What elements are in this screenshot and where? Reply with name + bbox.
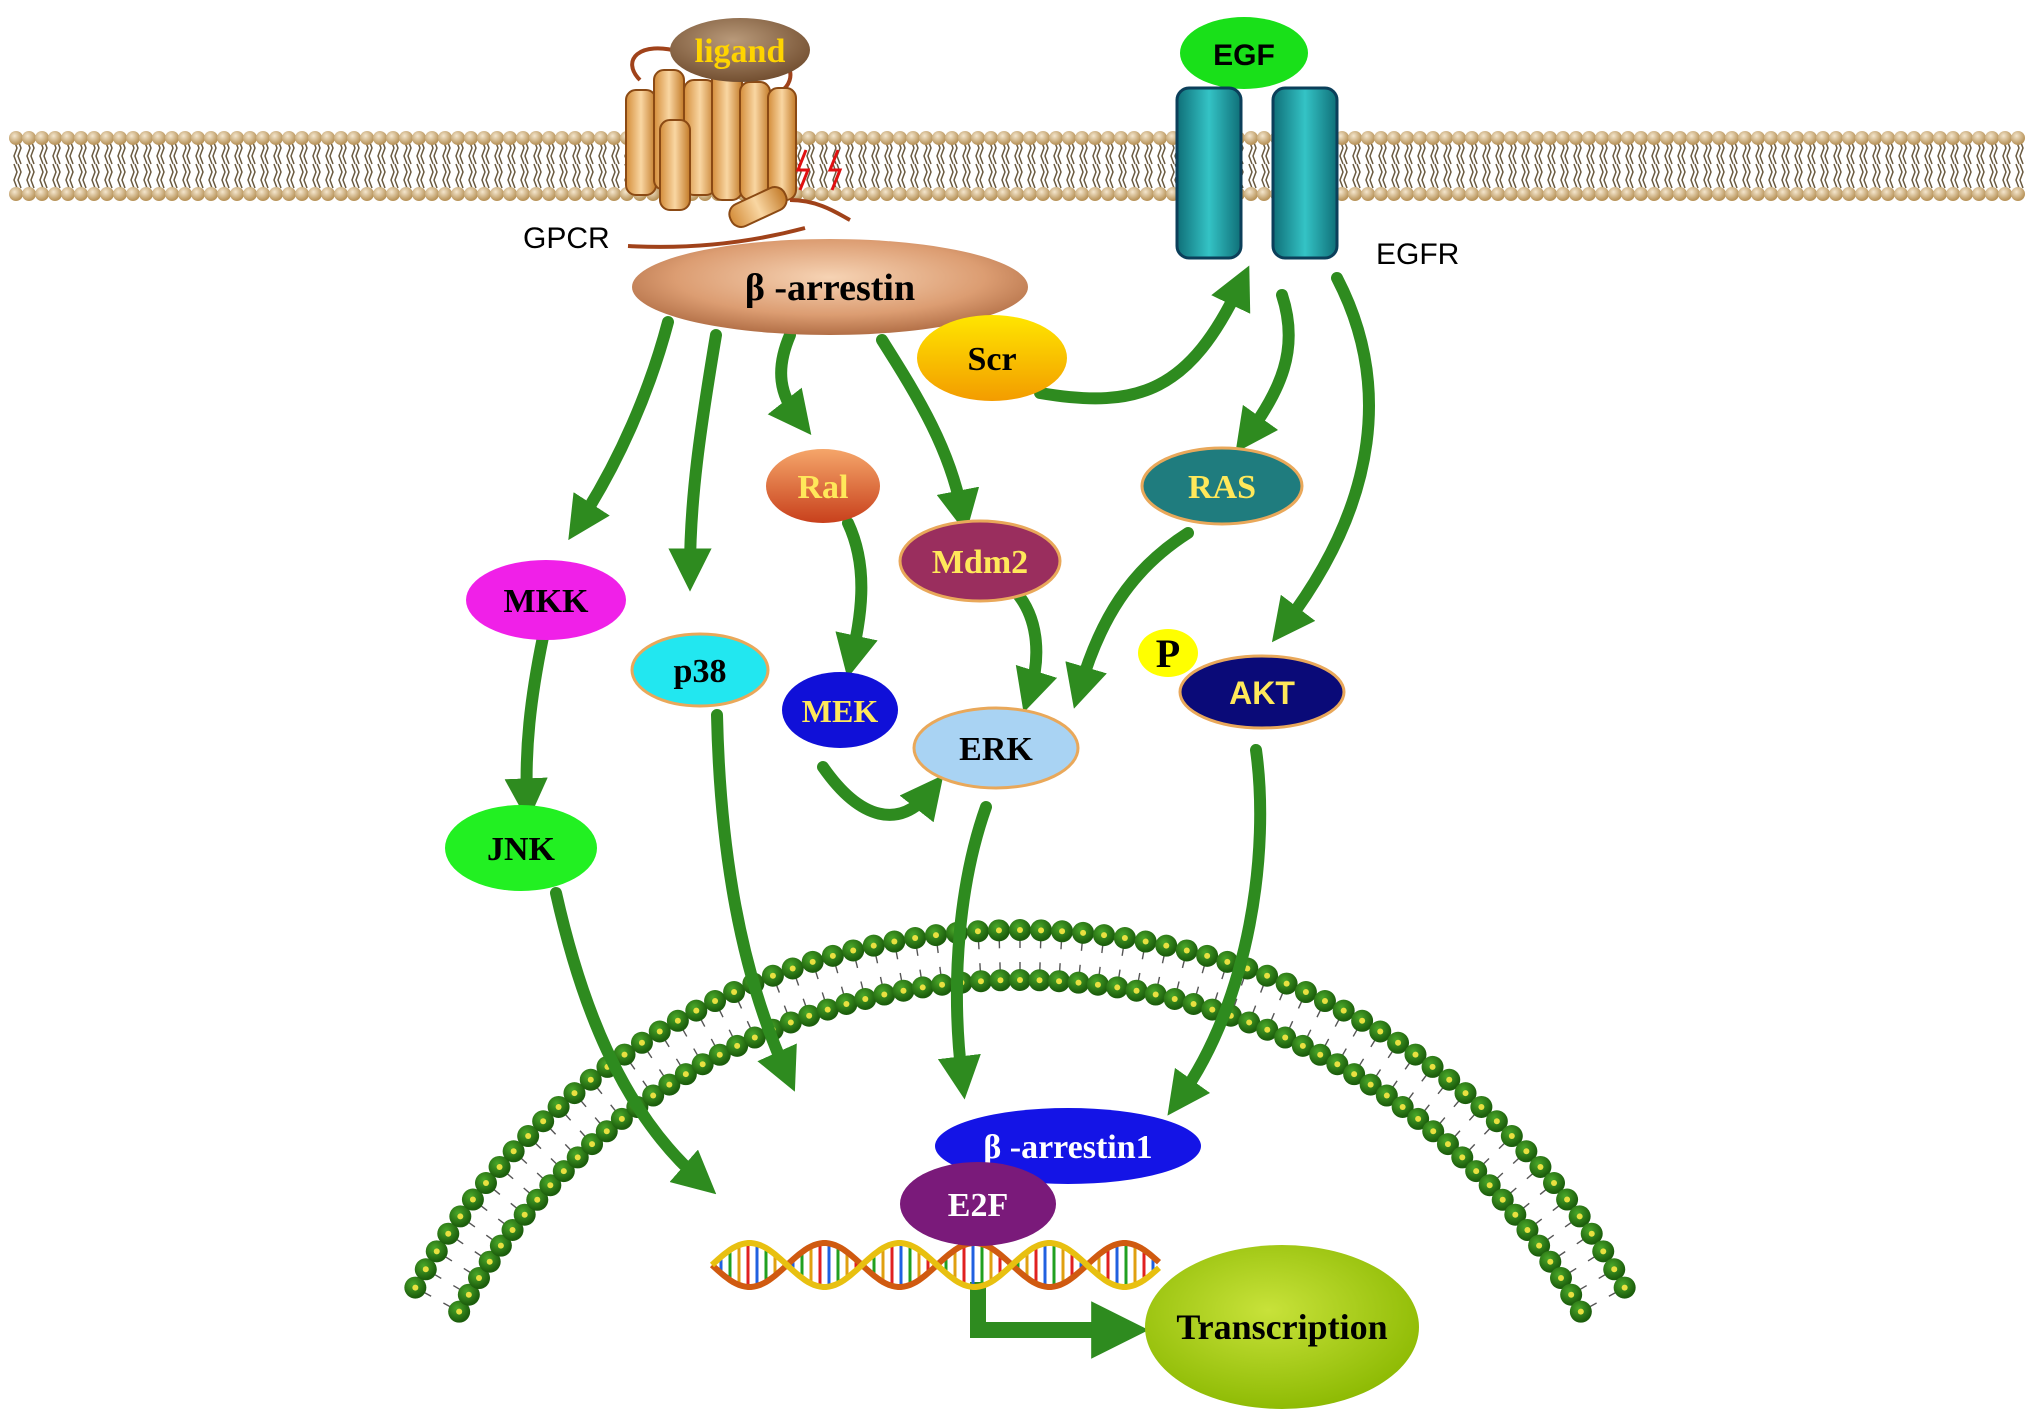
mdm2-label: Mdm2 [932,544,1028,581]
scr-node: Scr [917,315,1067,401]
beta-arrestin1-label: β -arrestin1 [983,1129,1152,1166]
beta-arrestin-node: β -arrestin [632,239,1028,335]
mek-node: MEK [782,672,898,748]
arrow-scr-egfr [1034,265,1251,405]
arrow-arrestin-ral [767,329,812,436]
arrow-mek-erk [817,761,944,823]
arrow-erk-nucleus [937,801,992,1100]
ral-label: Ral [798,469,849,506]
arrow-e2f-transcription [970,1282,1149,1359]
gpcr-label: GPCR [523,222,610,255]
egf-node: EGF [1180,17,1308,89]
dna-helix [709,1240,1162,1290]
mkk-node: MKK [466,560,626,640]
beta-arrestin-label: β -arrestin [745,267,915,309]
akt-node: AKT [1178,654,1346,730]
mdm2-node: Mdm2 [898,519,1062,603]
jnk-label: JNK [487,831,556,868]
erk-node: ERK [912,706,1080,790]
e2f-node: E2F [900,1162,1056,1246]
egfr-label: EGFR [1376,238,1459,271]
gpcr-receptor [625,46,851,249]
p-phosphate-node: P [1138,629,1198,677]
p38-label: p38 [674,653,727,690]
arrow-p38-nucleus [711,709,797,1092]
e2f-label: E2F [948,1187,1008,1224]
arrow-egfr-ras [1235,289,1295,453]
pathway-arrows [504,265,1375,1195]
ras-node: RAS [1140,446,1304,526]
scr-label: Scr [967,341,1016,378]
arrow-arrestin-mdm2 [876,334,980,534]
nuclear-membrane [404,919,1636,1323]
jnk-node: JNK [445,805,597,891]
arrow-arrestin-mkk [568,316,674,541]
arrow-ral-mek [835,517,878,679]
transcription-node: Transcription [1145,1245,1419,1409]
arrow-mkk-jnk [504,631,549,822]
plasma-membrane [9,131,2025,201]
arrow-ras-erk [1065,527,1194,709]
arrow-arrestin-p38 [668,329,722,592]
akt-label: AKT [1229,675,1295,711]
egf-label: EGF [1213,39,1275,72]
ral-node: Ral [766,449,880,523]
mkk-label: MKK [504,583,590,620]
transcription-label: Transcription [1176,1307,1387,1347]
arrow-egfr-akt [1271,272,1375,643]
ras-label: RAS [1188,469,1256,506]
ligand-label: ligand [695,33,786,70]
arrow-jnk-nucleus [550,887,717,1195]
p38-node: p38 [630,632,770,708]
mek-label: MEK [802,693,879,729]
ligand-node: ligand [670,18,810,82]
egfr-receptor [1175,86,1339,260]
p-label: P [1156,631,1180,676]
arrow-akt-nucleus [1167,744,1267,1116]
arrow-mdm2-erk [1010,586,1058,713]
erk-label: ERK [959,731,1033,768]
